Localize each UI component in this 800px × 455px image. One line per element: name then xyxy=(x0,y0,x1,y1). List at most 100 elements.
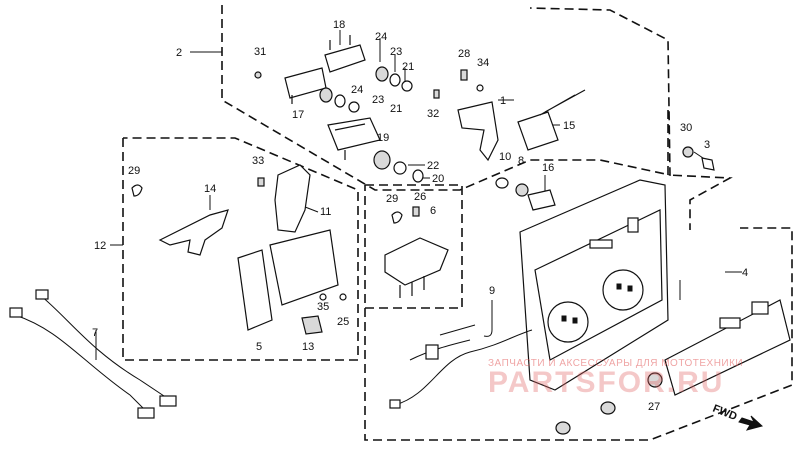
part-label-24b: 24 xyxy=(351,84,363,96)
socket-left-pin xyxy=(561,315,567,322)
upper-group-parts xyxy=(254,35,715,211)
watermark-logo: PARTSFOR.RU xyxy=(488,366,724,399)
part-label-15: 15 xyxy=(563,120,575,132)
socket-right-pin2 xyxy=(627,285,633,292)
part-label-12: 12 xyxy=(94,240,106,252)
collar-24a xyxy=(375,66,389,82)
panel-5-back xyxy=(269,229,339,306)
knob-27 xyxy=(647,372,663,388)
part-label-1: 1 xyxy=(500,95,506,107)
fwd-arrow-icon xyxy=(738,415,764,431)
main-harness xyxy=(394,329,533,406)
part-label-11: 11 xyxy=(320,206,331,218)
group-relay-outline xyxy=(364,184,463,309)
collar-23b xyxy=(334,94,346,108)
watermark-caption: ЗАПЧАСТИ И АКСЕССУАРЫ ДЛЯ МОТОТЕХНИКИ xyxy=(488,358,743,369)
part-label-29a: 29 xyxy=(128,165,140,177)
harness-connector xyxy=(425,344,439,360)
part-label-4: 4 xyxy=(742,267,748,279)
panel-5 xyxy=(237,249,273,331)
watermark: ЗАПЧАСТИ И АКСЕССУАРЫ ДЛЯ МОТОТЕХНИКИ PA… xyxy=(488,358,743,399)
plate-switch xyxy=(751,301,769,315)
part-label-13: 13 xyxy=(302,341,314,353)
bolt-28 xyxy=(460,69,468,81)
front-plate-4 xyxy=(664,299,791,396)
socket-right xyxy=(602,269,644,311)
part-label-31: 31 xyxy=(254,46,266,58)
plate-window xyxy=(719,317,741,329)
panel-switch xyxy=(627,217,639,233)
cover-16 xyxy=(527,189,556,211)
collar-20a xyxy=(393,161,407,175)
clip-29b xyxy=(391,211,403,224)
part-label-18: 18 xyxy=(333,19,345,31)
bolt-33 xyxy=(257,177,265,187)
bracket-14 xyxy=(158,209,229,256)
panel-slot xyxy=(589,239,613,249)
fuse-holder-30 xyxy=(682,146,694,158)
relay-group-parts xyxy=(384,206,449,298)
cable-7-plug-b xyxy=(35,289,49,300)
bolt-26 xyxy=(412,206,420,217)
part-label-21b: 21 xyxy=(390,103,402,115)
socket-left-pin2 xyxy=(572,317,578,324)
part-label-32: 32 xyxy=(427,108,439,120)
part-label-35: 35 xyxy=(317,301,329,313)
part-label-9: 9 xyxy=(489,285,495,297)
harness-terminal xyxy=(389,399,401,409)
cable-7-wire-b xyxy=(39,294,171,401)
part-label-2: 2 xyxy=(176,47,182,59)
part-label-27: 27 xyxy=(648,401,660,413)
bolt-31 xyxy=(254,71,262,79)
bracket-11 xyxy=(274,164,311,233)
part-label-10: 10 xyxy=(499,151,511,163)
clip-29a xyxy=(131,184,143,197)
part-label-23b: 23 xyxy=(372,94,384,106)
bracket-17 xyxy=(284,67,327,104)
part-label-28: 28 xyxy=(458,48,470,60)
fwd-label: FWD xyxy=(711,403,739,424)
part-label-34: 34 xyxy=(477,57,489,69)
part-label-33: 33 xyxy=(252,155,264,167)
wire-hook-9 xyxy=(483,300,493,337)
part-label-23a: 23 xyxy=(390,46,402,58)
rubber-foot-a xyxy=(600,401,616,415)
collar-20b xyxy=(412,169,424,183)
socket-right-pin xyxy=(616,283,622,290)
regulator-15 xyxy=(517,89,586,151)
group-2-outline xyxy=(221,5,671,191)
part-label-7: 7 xyxy=(92,327,98,339)
connector-13 xyxy=(301,315,323,335)
control-panel xyxy=(389,179,791,435)
cap-10 xyxy=(495,177,509,189)
left-group-parts xyxy=(131,164,347,335)
part-label-24a: 24 xyxy=(375,31,387,43)
part-label-5: 5 xyxy=(256,341,262,353)
collar-22 xyxy=(373,150,391,170)
collar-21b xyxy=(348,101,360,113)
relay-6 xyxy=(384,237,449,298)
fuse-3 xyxy=(701,157,715,171)
group-main-outline xyxy=(667,110,733,230)
part-label-8: 8 xyxy=(518,155,524,167)
part-label-30: 30 xyxy=(680,122,692,134)
part-label-25: 25 xyxy=(337,316,349,328)
part-label-21a: 21 xyxy=(402,61,414,73)
cable-7 xyxy=(9,289,177,419)
main-harness-branch xyxy=(409,324,476,361)
cable-7-wire-a xyxy=(14,314,151,416)
part-label-14: 14 xyxy=(204,183,216,195)
stay-1 xyxy=(457,101,499,162)
collar-24b xyxy=(319,87,333,103)
group-bottom-outline xyxy=(364,227,793,441)
part-label-19: 19 xyxy=(377,132,389,144)
cable-7-clip-a xyxy=(137,407,155,419)
rubber-foot-b xyxy=(555,421,571,435)
collar-23a xyxy=(389,73,401,87)
breaker-19 xyxy=(327,117,381,160)
bolt-25 xyxy=(339,293,347,301)
part-label-22: 22 xyxy=(427,160,439,172)
group-outlines xyxy=(122,5,793,441)
